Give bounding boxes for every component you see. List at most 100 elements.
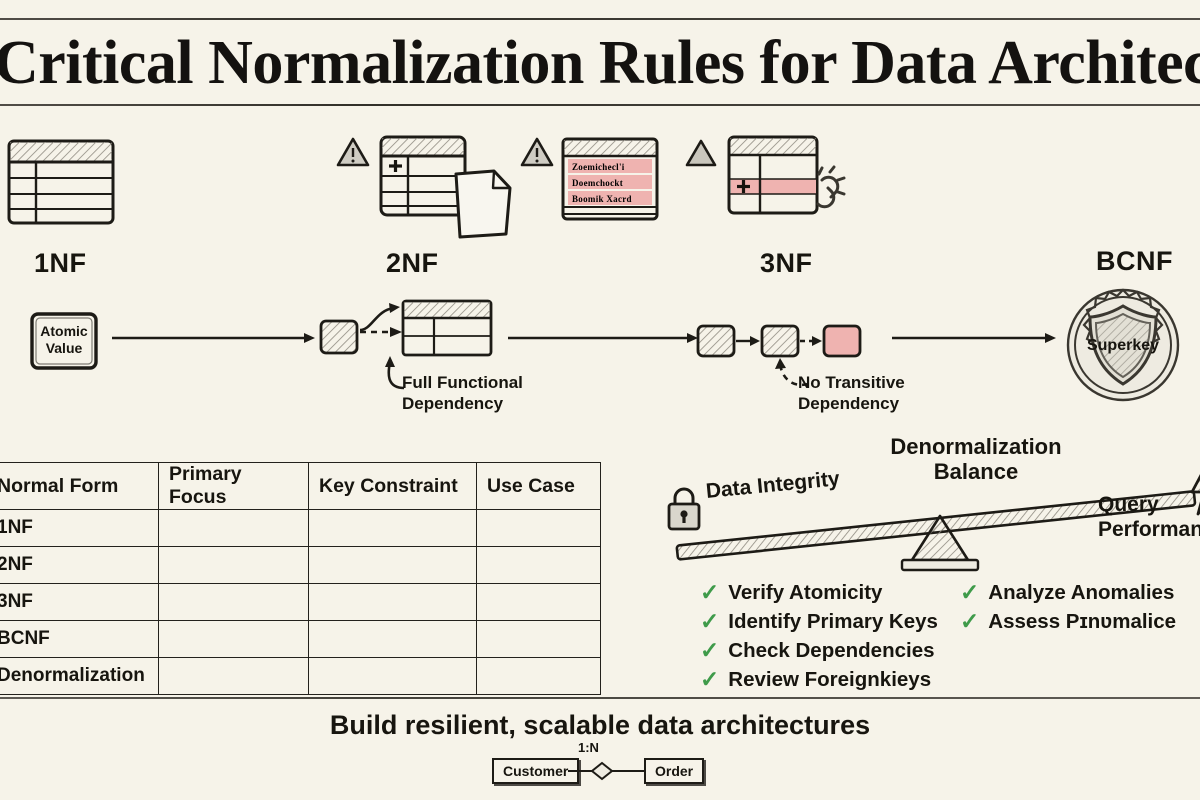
er-entity-customer: Customer (492, 758, 580, 784)
page-title: Critical Normalization Rules for Data Ar… (0, 29, 1200, 97)
cell-use-case (476, 546, 601, 584)
checklist-item[interactable]: ✓ Check Dependencies (700, 636, 938, 665)
atomic-value-line2: Value (46, 340, 83, 356)
diamond-relationship-icon (568, 761, 644, 781)
balance-title: Denormalization Balance (866, 434, 1086, 484)
check-icon: ✓ (700, 637, 720, 663)
checklist-item[interactable]: ✓ Assess Pɪnʋmalice (960, 607, 1176, 636)
flow-chain-3nf (696, 320, 862, 362)
warning-triangle-icon-2 (520, 136, 554, 168)
flow-branch-arrows-2nf (358, 296, 410, 354)
cell-key-constraint (308, 546, 477, 584)
flow-node-box-2nf (318, 318, 360, 358)
cell-use-case (476, 657, 601, 695)
footer-rule (0, 697, 1200, 699)
cell-key-constraint (308, 657, 477, 695)
top-rule (0, 18, 1200, 20)
document-page-icon (452, 168, 514, 240)
table-row: 3NF (0, 583, 601, 621)
cell-use-case (476, 509, 601, 547)
denormalization-balance: Denormalization Balance Data Integrity (664, 434, 1200, 572)
callout-arrow-2nf (374, 352, 414, 392)
cell-use-case (476, 620, 601, 658)
cell-key-constraint (308, 509, 477, 547)
padlock-icon (664, 484, 704, 532)
balance-title-line1: Denormalization (890, 434, 1062, 459)
check-icon: ✓ (700, 579, 720, 605)
cell-normal-form: 3NF (0, 583, 159, 621)
cell-normal-form: 1NF (0, 509, 159, 547)
annotation-2nf-line2: Dependency (402, 394, 504, 413)
stage-label-1nf: 1NF (34, 248, 87, 278)
checklist-item-label: Analyze Anomalies (988, 580, 1175, 604)
flow-arrow-2 (508, 330, 700, 346)
annotation-full-functional-dependency: Full Functional Dependency (402, 372, 582, 414)
flow-arrow-1 (112, 330, 317, 346)
cell-normal-form: 2NF (0, 546, 159, 584)
cell-primary-focus (158, 620, 309, 658)
table-row: 2NF (0, 546, 601, 584)
check-icon: ✓ (960, 579, 980, 605)
shield-badge-icon: Superkey (1060, 282, 1186, 408)
checklist-column-left: ✓ Verify Atomicity ✓ Identify Primary Ke… (700, 578, 938, 694)
title-underline-rule (0, 104, 1200, 106)
checklist-item-label: Check Dependencies (728, 638, 935, 662)
annotation-3nf-line2: Dependency (798, 394, 900, 413)
annotation-no-transitive-dependency: No Transitive Dependency (798, 372, 988, 414)
column-header-key-constraint: Key Constraint (308, 462, 477, 510)
checklist-item-label: Verify Atomicity (728, 580, 883, 604)
cell-use-case (476, 583, 601, 621)
table-anomaly-rows-icon: Zoemichecl'i Doemchockt Boomik Xacrd (560, 136, 660, 222)
table-row: BCNF (0, 620, 601, 658)
table-icon (6, 138, 118, 228)
er-cardinality: 1:N (578, 740, 599, 755)
checklist-item[interactable]: ✓ Identify Primary Keys (700, 607, 938, 636)
stage-label-3nf: 3NF (760, 248, 813, 278)
flow-table-2nf (400, 298, 496, 360)
column-header-primary-focus: Primary Focus (158, 462, 309, 510)
cell-key-constraint (308, 583, 477, 621)
column-header-normal-form: Normal Form (0, 462, 159, 510)
checklist-column-right: ✓ Analyze Anomalies ✓ Assess Pɪnʋmalice (960, 578, 1176, 636)
cell-primary-focus (158, 657, 309, 695)
annotation-3nf-line1: No Transitive (798, 373, 905, 392)
cell-key-constraint (308, 620, 477, 658)
table-header-row: Normal Form Primary Focus Key Constraint… (0, 462, 601, 510)
comparison-table: Normal Form Primary Focus Key Constraint… (0, 462, 601, 695)
checklist-item[interactable]: ✓ Analyze Anomalies (960, 578, 1176, 607)
balance-right-line1: Query (1098, 493, 1159, 516)
checklist-item-label: Assess Pɪnʋmalice (988, 609, 1177, 633)
er-entity-order: Order (644, 758, 705, 784)
flow-arrow-3 (892, 330, 1058, 346)
checklist-item[interactable]: ✓ Verify Atomicity (700, 578, 938, 607)
checklist-item-label: Review Foreignkieys (728, 667, 932, 691)
callout-arrow-3nf (770, 354, 818, 392)
balance-right-line2: Performance (1098, 518, 1200, 541)
sketch-text-row-3: Boomik Xacrd (572, 194, 632, 204)
check-icon: ✓ (700, 608, 720, 634)
table-row: Denormalization (0, 657, 601, 695)
check-icon: ✓ (700, 666, 720, 692)
balance-right-label: Query Performance (1098, 492, 1200, 542)
check-icon: ✓ (960, 608, 980, 634)
stage-label-2nf: 2NF (386, 248, 439, 278)
triangle-icon (684, 138, 718, 168)
cell-normal-form: Denormalization (0, 657, 159, 695)
sketch-text-row-1: Zoemichecl'i (572, 162, 625, 172)
shield-label: Superkey (1087, 337, 1159, 354)
checklist-item-label: Identify Primary Keys (728, 609, 938, 633)
balance-title-line2: Balance (933, 459, 1019, 484)
warning-triangle-icon (336, 136, 370, 168)
table-broken-link-icon (726, 134, 846, 230)
seesaw-graphic (675, 490, 1197, 572)
column-header-use-case: Use Case (476, 462, 601, 510)
checklist-item[interactable]: ✓ Review Foreignkieys (700, 665, 938, 694)
er-diagram: Customer 1:N Order (0, 740, 1200, 792)
annotation-2nf-line1: Full Functional (402, 373, 523, 392)
footer-tagline: Build resilient, scalable data architect… (329, 710, 871, 740)
atomic-value-box: Atomic Value (28, 310, 102, 372)
stage-label-bcnf: BCNF (1096, 246, 1173, 276)
cell-primary-focus (158, 546, 309, 584)
cell-primary-focus (158, 509, 309, 547)
